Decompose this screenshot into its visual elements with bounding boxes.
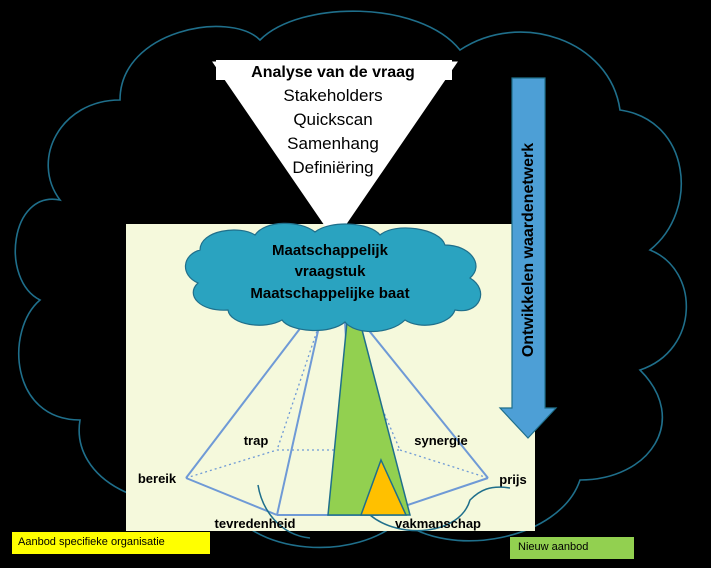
issue-cloud: [184, 222, 482, 333]
corner-label-vakmanschap: vakmanschap: [395, 516, 481, 531]
cloud-line-3: Maatschappelijke baat: [250, 285, 409, 302]
outline-cloud: [14, 10, 688, 549]
cloud-line-1: Maatschappelijk: [272, 242, 389, 259]
funnel-item-2: Quickscan: [293, 110, 372, 129]
corner-label-bereik: bereik: [138, 471, 177, 486]
corner-label-tevredenheid: tevredenheid: [215, 516, 296, 531]
cloud-line-2: vraagstuk: [295, 263, 367, 280]
orange-triangle: [359, 458, 408, 516]
legend-new-offer: Nieuw aanbod: [510, 537, 634, 559]
funnel-title-bg: [216, 60, 452, 80]
corner-label-synergie: synergie: [414, 433, 467, 448]
development-arrow: [498, 77, 558, 439]
outline-arc-left: [257, 484, 311, 539]
corner-label-trap: trap: [244, 433, 269, 448]
funnel-item-4: Definiëring: [292, 158, 373, 177]
funnel-item-1: Stakeholders: [283, 86, 382, 105]
funnel-item-3: Samenhang: [287, 134, 379, 153]
funnel-title: Analyse van de vraag: [251, 64, 415, 81]
legend-existing-offer: Aanbod specifieke organisatie: [12, 532, 210, 554]
outline-arc-right: [369, 486, 511, 532]
arrow-label: Ontwikkelen waardenetwerk: [520, 143, 537, 357]
corner-label-prijs: prijs: [499, 472, 526, 487]
